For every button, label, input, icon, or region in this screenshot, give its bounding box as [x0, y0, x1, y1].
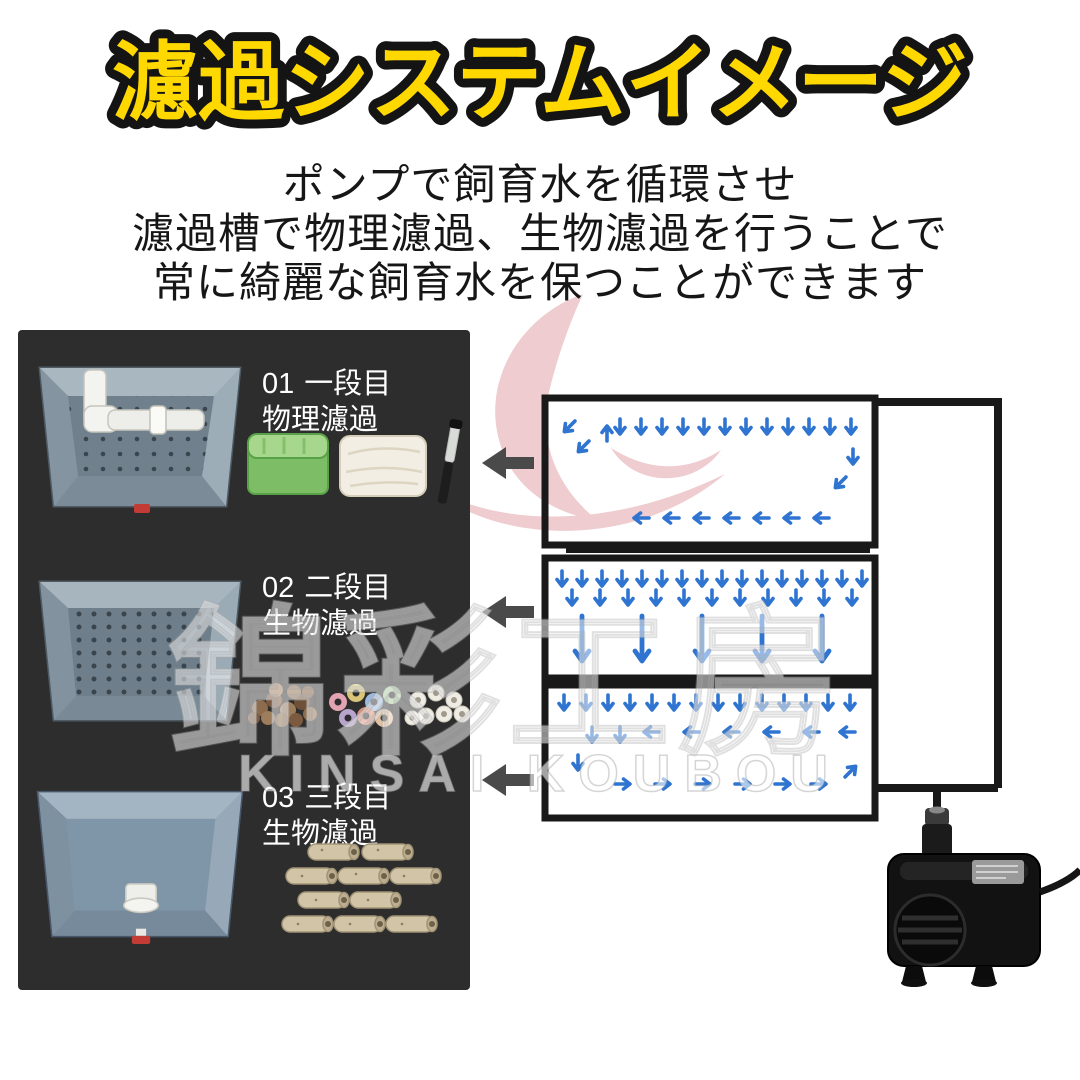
stage-2-title: 02 二段目 — [262, 570, 391, 606]
stage-2-name: 二段目 — [304, 572, 392, 604]
description: ポンプで飼育水を循環させ 濾過槽で物理濾過、生物濾過を行うことで 常に綺麗な飼育… — [0, 160, 1080, 307]
stage-2-number: 02 — [262, 572, 295, 604]
stage-1-number: 01 — [262, 368, 295, 400]
chamber1-flow-arrows — [559, 415, 860, 525]
stage-pointer-arrows — [482, 447, 534, 796]
stage2-media-photos — [248, 683, 471, 727]
stage-1-label: 01 一段目 物理濾過 — [262, 366, 391, 439]
page-title: 濾過システムイメージ — [112, 35, 968, 131]
water-pump — [887, 806, 1080, 987]
filter-box-stage3-photo — [36, 790, 244, 944]
stage1-media-photos — [247, 418, 463, 504]
drip-tray-divider — [566, 544, 870, 553]
cleaning-brush — [437, 418, 463, 504]
outlet-cylinder — [122, 883, 160, 914]
filter-box-stage2-photo — [38, 580, 242, 722]
chamber2-flow-arrows — [555, 569, 869, 661]
description-line-2: 濾過槽で物理濾過、生物濾過を行うことで — [132, 210, 948, 258]
description-line-1: ポンプで飼育水を循環させ — [282, 161, 798, 208]
colored-ceramic-rings — [329, 684, 401, 727]
stage1-pointer-arrow — [482, 447, 534, 479]
valve-cap — [135, 928, 147, 936]
stage-2-type: 生物濾過 — [262, 608, 379, 641]
return-pipe — [875, 398, 1002, 824]
stage3-media-photos — [281, 843, 442, 933]
white-filter-mat — [339, 435, 427, 497]
filter-stages-panel: 01 一段目 物理濾過 02 二段目 生物濾過 03 三段目 生物濾過 — [18, 330, 471, 990]
stage2-pointer-arrow — [482, 596, 534, 628]
stage3-pointer-arrow — [482, 764, 534, 796]
chamber3-flow-arrows — [557, 693, 861, 791]
stage-2-label: 02 二段目 生物濾過 — [262, 570, 391, 643]
stage-3-number: 03 — [262, 782, 295, 814]
white-ceramic-rings — [404, 684, 471, 726]
stage-3-name: 三段目 — [304, 782, 392, 814]
filtration-flow-diagram — [482, 394, 1080, 987]
description-line-3: 常に綺麗な飼育水を保つことができます — [152, 259, 927, 307]
stage-1-title: 01 一段目 — [262, 366, 391, 402]
title-banner: 濾過システムイメージ — [103, 26, 977, 140]
ceramic-balls — [248, 683, 317, 727]
stage-3-title: 03 三段目 — [262, 780, 391, 816]
pump-power-cord — [1038, 867, 1080, 896]
stage-1-name: 一段目 — [304, 368, 392, 400]
drain-fitting — [134, 504, 150, 513]
green-filter-mat — [247, 433, 329, 495]
pvc-pipe-elbow — [83, 369, 205, 435]
stage-1-type: 物理濾過 — [262, 404, 379, 437]
filter-tank-outline — [541, 394, 879, 822]
ceramic-stick-stack — [281, 843, 442, 933]
drain-valve — [131, 935, 151, 944]
filter-box-stage1-photo — [38, 366, 242, 513]
